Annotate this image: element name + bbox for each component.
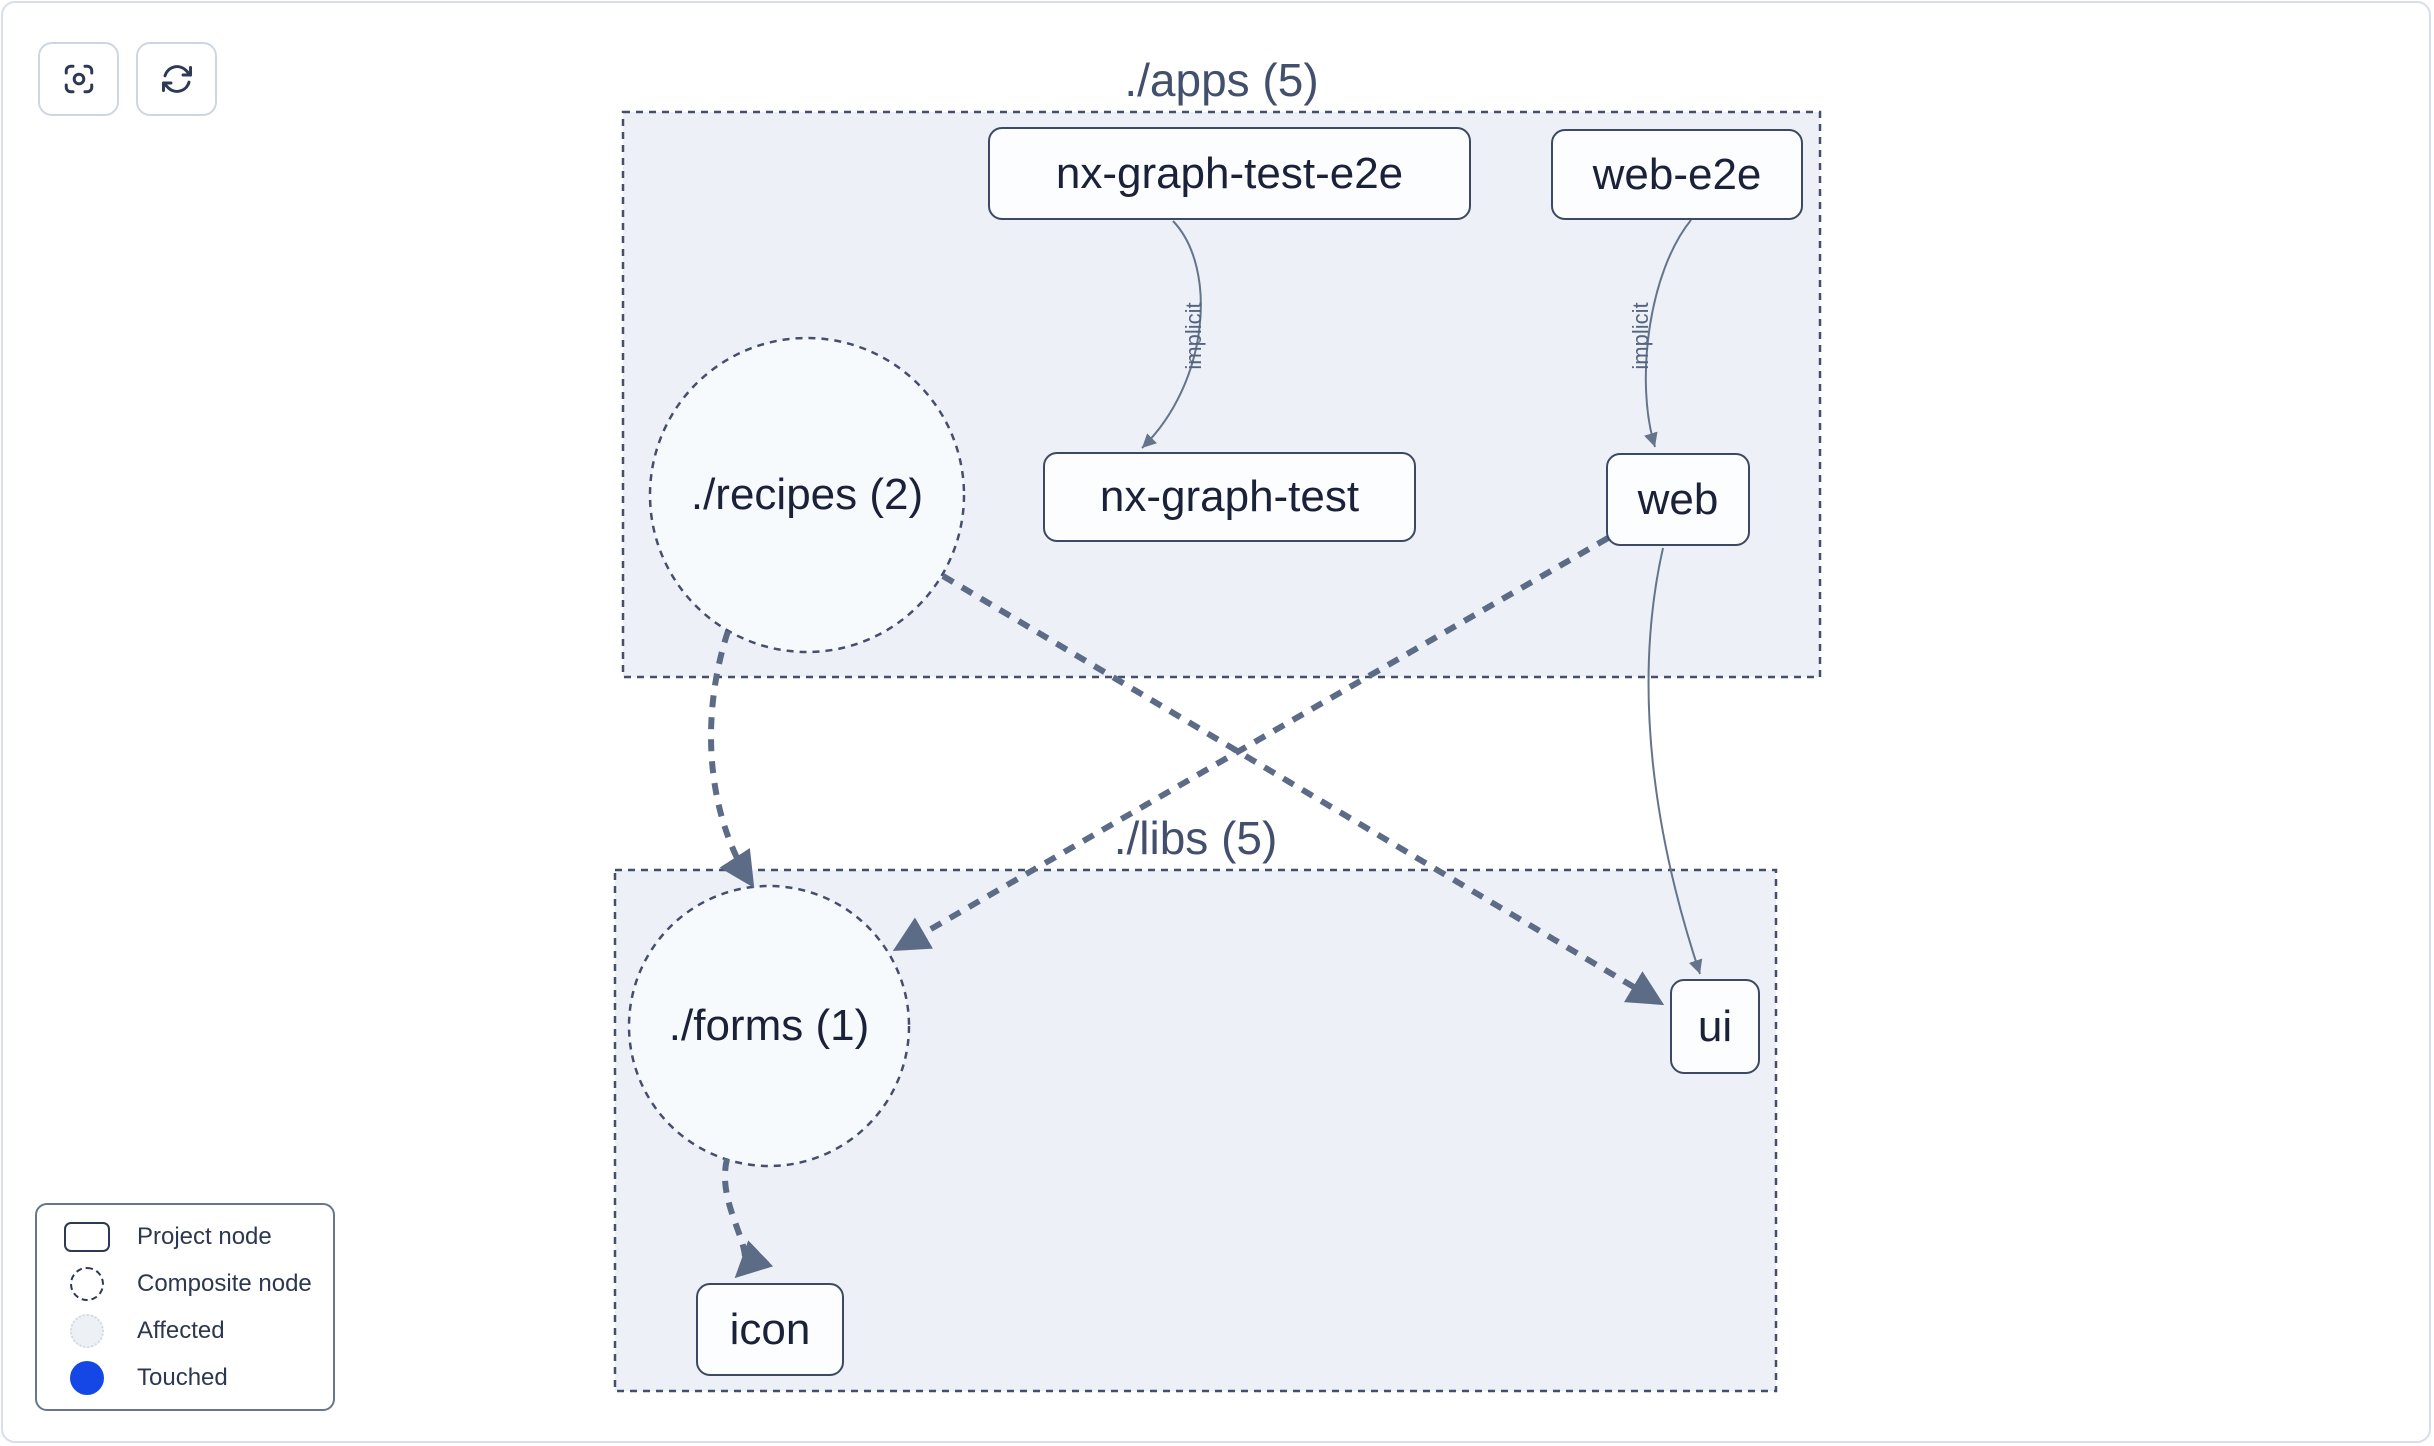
edge-web-to-forms (892, 535, 1610, 952)
legend: Project node Composite node Affected Tou… (35, 1203, 335, 1411)
edge-web-e2e-to-web (1644, 219, 1692, 448)
legend-row-touched: Touched (37, 1360, 333, 1395)
project-node-nx-graph-test[interactable]: nx-graph-test (1043, 452, 1416, 542)
edge-label-implicit-2: implicit (1628, 302, 1653, 369)
project-node-ui[interactable]: ui (1670, 979, 1760, 1074)
affected-legend-icon (70, 1313, 104, 1348)
composite-node-forms-circle[interactable] (627, 884, 911, 1168)
project-node-web-e2e[interactable]: web-e2e (1551, 129, 1803, 220)
composite-node-recipes-label[interactable]: ./recipes (2) (690, 470, 924, 519)
edge-web-to-ui (1647, 547, 1703, 975)
focus-graph-button[interactable] (38, 42, 119, 116)
refresh-graph-button[interactable] (136, 42, 217, 116)
project-node-icon[interactable]: icon (696, 1283, 844, 1376)
refresh-icon (161, 65, 192, 93)
edge-nx-graph-test-e2e-to-nx-graph-test (1141, 220, 1202, 449)
legend-label: Touched (137, 1363, 228, 1391)
legend-row-affected: Affected (37, 1313, 333, 1348)
legend-row-project-node: Project node (37, 1220, 333, 1254)
edge-recipes-to-forms (708, 630, 755, 889)
cluster-libs-title: ./libs (5) (1113, 812, 1278, 864)
project-node-legend-icon (64, 1221, 110, 1252)
focus-icon (64, 64, 93, 94)
legend-row-composite-node: Composite node (37, 1266, 333, 1301)
edge-recipes-to-ui (941, 573, 1665, 1006)
edge-forms-to-icon (722, 1158, 774, 1279)
composite-node-recipes-circle[interactable] (648, 336, 966, 654)
edge-label-implicit-1: implicit (1181, 302, 1206, 369)
legend-label: Affected (137, 1316, 225, 1344)
legend-label: Composite node (137, 1269, 312, 1297)
composite-node-forms-label[interactable]: ./forms (1) (668, 1001, 870, 1050)
project-node-web[interactable]: web (1606, 453, 1750, 546)
legend-label: Project node (137, 1222, 272, 1250)
cluster-apps-title: ./apps (5) (1124, 54, 1319, 106)
project-node-nx-graph-test-e2e[interactable]: nx-graph-test-e2e (988, 127, 1471, 220)
composite-node-legend-icon (70, 1266, 104, 1301)
touched-legend-icon (70, 1360, 104, 1395)
